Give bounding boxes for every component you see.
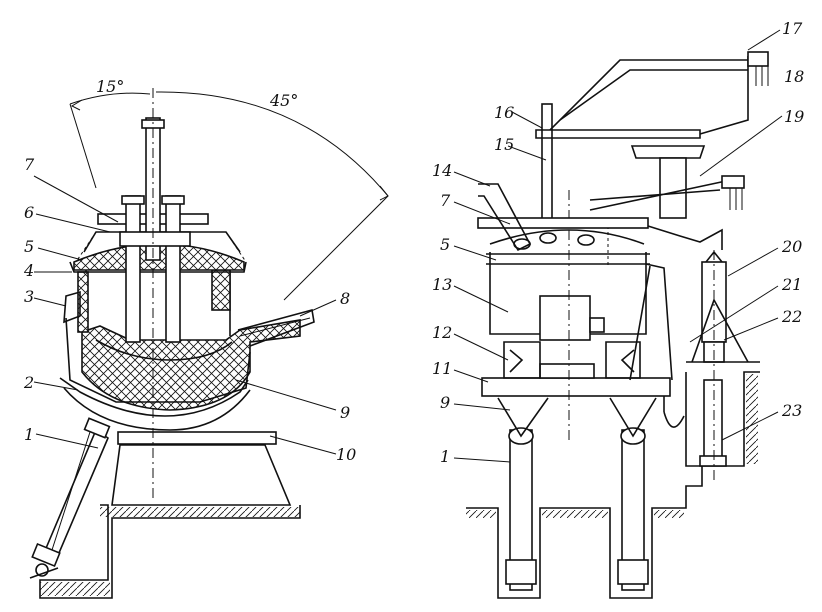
left-angle-arcs <box>69 91 389 301</box>
right-label-18: 18 <box>784 67 804 86</box>
right-label-19: 19 <box>784 107 804 126</box>
left-label-3: 3 <box>24 287 34 306</box>
left-label-5: 5 <box>24 237 34 256</box>
right-label-13: 13 <box>432 275 452 294</box>
right-label-5: 5 <box>440 235 450 254</box>
left-label-9: 9 <box>340 403 350 422</box>
right-foundation <box>466 371 760 599</box>
right-cylinders <box>497 397 657 591</box>
angle-45: 45° <box>269 91 298 110</box>
right-lift-cylinder <box>686 250 760 480</box>
right-label-15: 15 <box>494 135 514 154</box>
right-label-17: 17 <box>782 19 803 38</box>
left-label-4: 4 <box>23 261 34 280</box>
left-view: 15° 45° 1 2 3 4 5 6 7 8 9 10 <box>23 77 389 599</box>
right-platform <box>481 377 671 397</box>
right-mast <box>477 51 769 428</box>
left-label-1: 1 <box>24 425 34 444</box>
right-label-9: 9 <box>440 393 450 412</box>
left-label-8: 8 <box>340 289 350 308</box>
right-label-14: 14 <box>432 161 452 180</box>
left-leaders <box>33 175 337 455</box>
left-label-2: 2 <box>23 373 34 392</box>
right-label-23: 23 <box>781 401 802 420</box>
left-label-6: 6 <box>24 203 34 222</box>
right-label-21: 21 <box>781 275 802 294</box>
right-furnace-body <box>486 190 650 440</box>
right-label-11: 11 <box>432 359 452 378</box>
right-label-22: 22 <box>781 307 802 326</box>
right-view: 1 5 7 9 11 12 13 14 15 16 17 18 19 20 21… <box>432 19 804 599</box>
right-label-7: 7 <box>440 191 451 210</box>
right-label-12: 12 <box>432 323 452 342</box>
right-leaders <box>453 29 783 463</box>
right-label-20: 20 <box>781 237 802 256</box>
left-furnace-body <box>59 88 315 500</box>
left-foundation <box>39 431 301 599</box>
left-label-10: 10 <box>336 445 356 464</box>
left-label-7: 7 <box>24 155 35 174</box>
right-label-16: 16 <box>494 103 514 122</box>
left-tilt-cylinder <box>29 417 111 579</box>
right-label-1: 1 <box>440 447 450 466</box>
angle-15: 15° <box>96 77 124 96</box>
